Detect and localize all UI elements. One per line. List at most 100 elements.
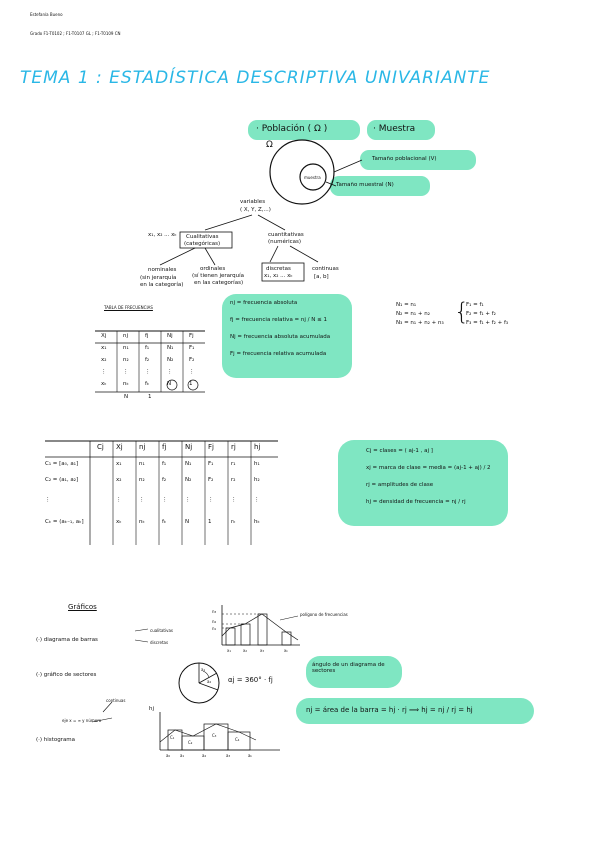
- modalidades-label: x₁, x₂ ... xₖ: [148, 232, 177, 238]
- class-cell: xₖ: [116, 519, 122, 525]
- freq-cell: ⋮: [123, 369, 129, 375]
- sector-label: ángulo de un diagrama de sectores: [312, 662, 385, 674]
- cuantitativas-label: cuantitativas: [268, 232, 304, 238]
- tam-muestral-highlight: [330, 176, 430, 196]
- def-amplitud: rj = amplitudes de clase: [366, 482, 434, 488]
- cumulative-right: F₁ = f₁ F₂ = f₁ + f₂ F₃ = f₁ + f₂ + f₃: [466, 302, 508, 326]
- class-cell: C₁ = [a₀, a₁]: [45, 461, 79, 467]
- class-header-cell: nj: [139, 443, 146, 451]
- class-cell: ⋮: [116, 497, 122, 503]
- area-formula: nj = área de la barra = hj · rj ⟹ hj = n…: [306, 706, 473, 714]
- freq-header-cell: nj: [123, 333, 129, 339]
- hist-a3: a₃: [226, 753, 231, 758]
- bar-x3: x₃: [260, 648, 264, 653]
- def-abs: nj = frecuencia absoluta: [230, 300, 298, 306]
- class-cell: f₁: [162, 461, 167, 467]
- freq-header-cell: Xj: [101, 333, 107, 339]
- grafico-histograma: (·) histograma: [36, 737, 76, 743]
- hist-c3: C₃: [212, 733, 217, 738]
- def-rel-acum: Fj = frecuencia relativa acumulada: [230, 351, 327, 357]
- hist-note-continuas: continuas: [106, 698, 126, 703]
- hist-y-label: hj: [149, 706, 155, 712]
- class-cell: ⋮: [254, 497, 260, 503]
- freq-table-title: TABLA DE FRECUENCIAS: [104, 305, 153, 310]
- cum-n2: N₂ = n₁ + n₂: [396, 311, 430, 317]
- bar-axis-n2: n₂: [212, 619, 217, 624]
- class-header-cell: Xj: [116, 443, 123, 451]
- class-cell: fₖ: [162, 519, 167, 525]
- cualitativas-label: Cualitativas: [186, 234, 219, 240]
- class-cell: rₖ: [231, 519, 236, 525]
- freq-cell: N₂: [167, 357, 174, 363]
- class-header-cell: Nj: [185, 443, 193, 451]
- class-cell: hₖ: [254, 519, 260, 525]
- cum-f3: F₃ = f₁ + f₂ + f₃: [466, 320, 509, 326]
- def-rel: fj = frecuencia relativa = nj / N ≤ 1: [230, 317, 327, 323]
- cum-f1: F₁ = f₁: [466, 302, 484, 308]
- barras-discretas: discretas: [150, 640, 169, 645]
- ordinales-sub2: en las categorías): [194, 280, 244, 286]
- author-name: Estefanía Bueno: [30, 12, 63, 17]
- poblacion-highlight: [248, 120, 360, 140]
- class-cell: h₂: [254, 477, 260, 483]
- hist-a2: a₂: [202, 753, 207, 758]
- class-cell: N₁: [185, 461, 192, 467]
- barras-cualitativas: cualitativas: [150, 628, 174, 633]
- class-cell: ⋮: [208, 497, 214, 503]
- cum-f2: F₂ = f₁ + f₂: [466, 311, 496, 317]
- hist-c4: C₄: [235, 737, 240, 742]
- freq-total-n: N: [124, 394, 129, 400]
- class-cell: N₂: [185, 477, 192, 483]
- bar-xk: xₖ: [284, 648, 289, 653]
- class-cell: n₁: [139, 461, 145, 467]
- class-cell: r₂: [231, 477, 236, 483]
- bar-x2: x₂: [243, 648, 247, 653]
- def-abs-acum: Nj = frecuencia absoluta acumulada: [230, 334, 331, 340]
- class-cell: x₂: [116, 477, 122, 483]
- angle-formula: αj = 360° · fj: [228, 676, 273, 684]
- freq-cell: N₁: [167, 345, 174, 351]
- pie-label-1: a₁: [201, 667, 206, 672]
- grafico-sectores: (·) gráfico de sectores: [36, 672, 97, 678]
- page-title: TEMA 1 : ESTADÍSTICA DESCRIPTIVA UNIVARI…: [20, 68, 491, 88]
- continuas-label: continuas: [312, 266, 339, 272]
- class-cell: ⋮: [139, 497, 145, 503]
- variables-sub: ( X, Y, Z,...): [240, 207, 271, 213]
- ordinales-label: ordinales: [200, 266, 226, 272]
- hist-a1: a₁: [180, 753, 185, 758]
- freq-cell: ⋮: [101, 369, 107, 375]
- cualitativas-sub: (categóricas): [184, 241, 221, 247]
- class-cell: h₁: [254, 461, 260, 467]
- freq-cell: ⋮: [145, 369, 151, 375]
- freq-cell: xₖ: [101, 381, 107, 387]
- def-densidad: hj = densidad de frecuencia = nj / rj: [366, 499, 466, 505]
- bar-axis-n3: n₃: [212, 609, 217, 614]
- class-cell: ⋮: [185, 497, 191, 503]
- freq-cell: 1: [189, 381, 193, 387]
- muestra-circle-label: muestra: [304, 175, 321, 180]
- class-cell: F₁: [208, 461, 214, 467]
- class-cell: nₖ: [139, 519, 145, 525]
- freq-header-cell: Fj: [189, 333, 194, 339]
- cumulative-brace: {: [454, 298, 470, 326]
- nominales-sub1: (sin jerarquía: [140, 275, 177, 281]
- bar-axis-n1: n₁: [212, 626, 217, 631]
- class-defs-highlight: [338, 440, 508, 526]
- freq-cell: N: [167, 381, 172, 387]
- class-cell: F₂: [208, 477, 214, 483]
- class-cell: n₂: [139, 477, 145, 483]
- cum-n3: N₃ = n₁ + n₂ + n₃: [396, 320, 444, 326]
- class-cell: C₂ = (a₁, a₂]: [45, 477, 79, 483]
- poblacion-label: · Población ( Ω ): [256, 124, 328, 134]
- freq-header-cell: Nj: [167, 333, 173, 339]
- freq-cell: f₁: [145, 345, 150, 351]
- cuantitativas-sub: (numéricas): [268, 239, 302, 245]
- sector-highlight: [306, 656, 402, 688]
- omega-symbol: Ω: [266, 140, 273, 150]
- freq-cell: x₁: [101, 345, 107, 351]
- area-highlight: [296, 698, 534, 724]
